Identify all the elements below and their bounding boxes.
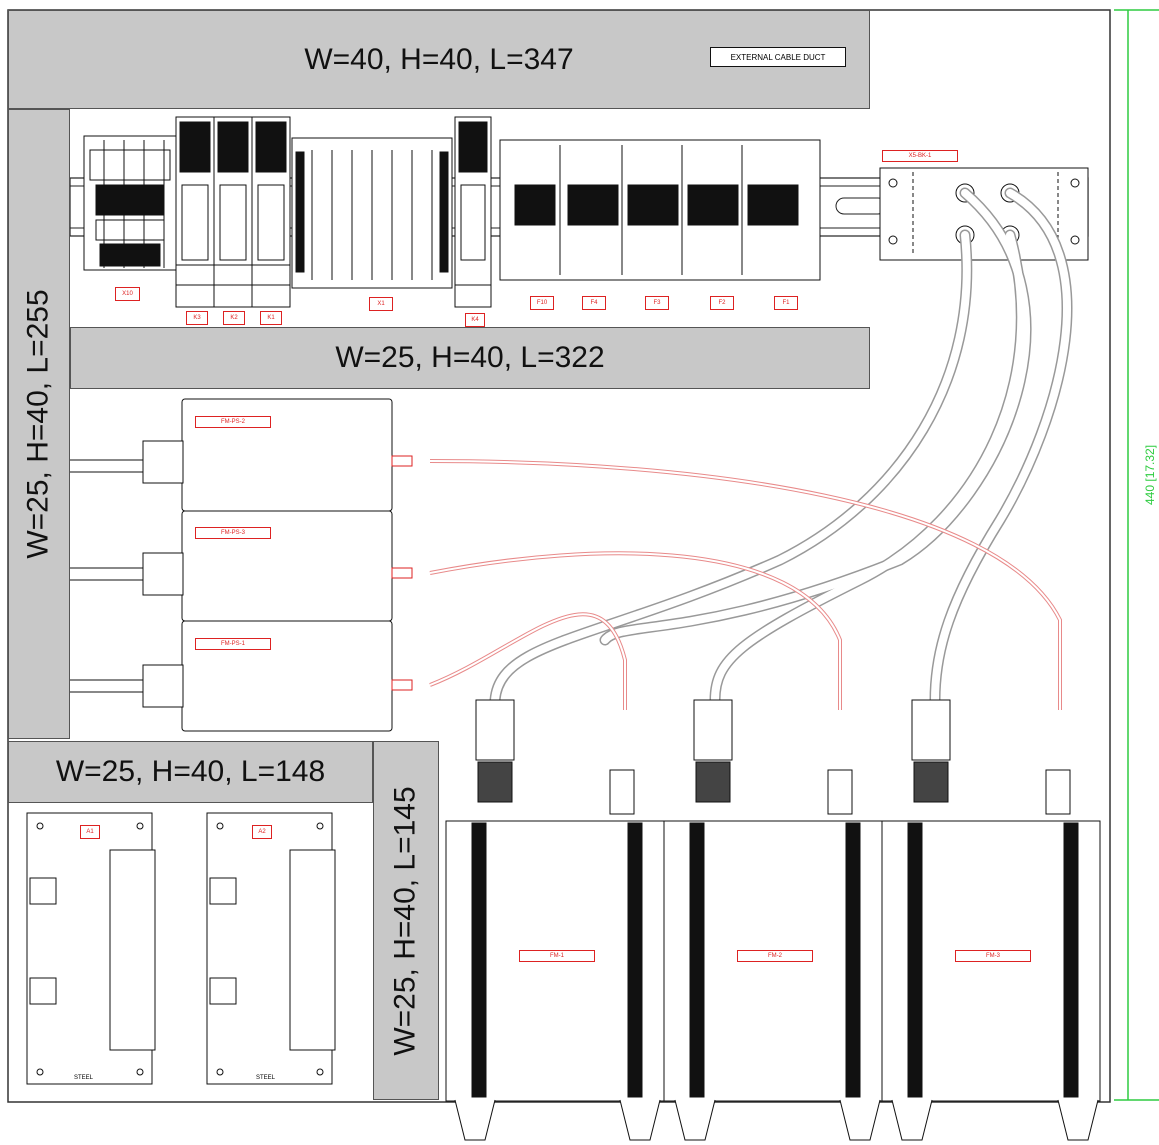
tag-x1: X1: [369, 297, 393, 311]
tag-f10: F10: [530, 296, 554, 310]
interface-boards: [26, 812, 336, 1085]
dimension-line: [1114, 9, 1159, 1101]
fuse-terminals: [499, 139, 821, 281]
duct-left-vertical-label: W=25, H=40, L=255: [22, 289, 56, 559]
duct-bottom-left: W=25, H=40, L=148: [8, 741, 373, 803]
terminal-block-x1: [291, 137, 453, 289]
tag-bulkhead: X5-BK-1: [882, 150, 958, 162]
tag-k3: K3: [186, 311, 208, 325]
board-a1-footer: STEEL: [74, 1075, 94, 1081]
tag-a1: A1: [80, 825, 100, 839]
board-a2-footer: STEEL: [256, 1075, 276, 1081]
tag-k4: K4: [465, 313, 485, 327]
tag-fm-1: FM-1: [519, 950, 595, 962]
tag-k2: K2: [223, 311, 245, 325]
tag-k1: K1: [260, 311, 282, 325]
tag-ps-1: FM-PS-1: [195, 638, 271, 650]
tag-f3: F3: [645, 296, 669, 310]
tag-f1: F1: [774, 296, 798, 310]
tag-fm-2: FM-2: [737, 950, 813, 962]
duct-bottom-left-label: W=25, H=40, L=148: [55, 755, 326, 788]
relay-k4: [454, 116, 492, 308]
tag-f4: F4: [582, 296, 606, 310]
duct-top-label: W=40, H=40, L=347: [304, 42, 574, 76]
tag-fm-3: FM-3: [955, 950, 1031, 962]
tag-ps-3: FM-PS-3: [195, 527, 271, 539]
tag-ps-2: FM-PS-2: [195, 416, 271, 428]
relays-k3-k2-k1: [175, 116, 291, 308]
tag-a2: A2: [252, 825, 272, 839]
duct-left-vertical: W=25, H=40, L=255: [8, 109, 70, 739]
terminal-block-x10: [83, 135, 177, 271]
tag-f2: F2: [710, 296, 734, 310]
duct-middle-label: W=25, H=40, L=322: [335, 341, 605, 374]
duct-bottom-vertical: W=25, H=40, L=145: [373, 741, 439, 1100]
duct-middle: W=25, H=40, L=322: [70, 327, 870, 389]
dimension-label: 440 [17.32]: [1143, 444, 1157, 505]
external-cable-duct-label: EXTERNAL CABLE DUCT: [710, 47, 846, 67]
duct-bottom-vertical-label: W=25, H=40, L=145: [389, 785, 423, 1056]
tag-x10: X10: [115, 287, 140, 301]
